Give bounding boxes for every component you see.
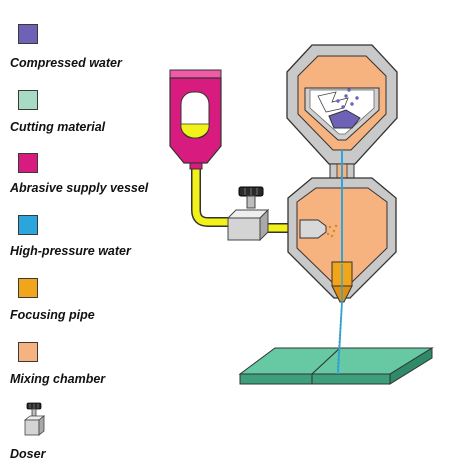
cutting-material-plates <box>238 347 434 385</box>
high-pressure-water-swatch <box>18 215 38 235</box>
mixing-chamber-swatch <box>18 342 38 362</box>
legend-item-doser <box>22 400 46 445</box>
focusing-pipe-swatch <box>18 278 38 298</box>
compressed-water-swatch <box>18 24 38 44</box>
legend-label-cutting-material: Cutting material <box>10 120 106 134</box>
doser-icon <box>23 402 46 436</box>
cutting-jet <box>336 301 343 375</box>
legend-item-abrasive-supply-vessel <box>18 153 38 173</box>
legend-item-mixing-chamber <box>18 342 38 362</box>
legend-item-focusing-pipe <box>18 278 38 298</box>
legend-label-focusing-pipe: Focusing pipe <box>10 308 95 322</box>
legend-label-compressed-water: Compressed water <box>10 56 122 70</box>
legend-label-mixing-chamber: Mixing chamber <box>10 372 106 386</box>
legend-label-abrasive-supply-vessel: Abrasive supply vessel <box>10 181 149 195</box>
doser <box>226 186 270 242</box>
legend: Compressed water Cutting material Abrasi… <box>0 0 200 472</box>
legend-label-doser: Doser <box>10 447 46 461</box>
legend-item-compressed-water <box>18 24 38 44</box>
legend-label-high-pressure-water: High-pressure water <box>10 244 131 258</box>
legend-item-high-pressure-water <box>18 215 38 235</box>
upper-hopper <box>286 44 398 165</box>
abrasive-supply-vessel <box>169 69 222 170</box>
cutting-material-swatch <box>18 90 38 110</box>
abrasive-supply-vessel-swatch <box>18 153 38 173</box>
legend-item-cutting-material <box>18 90 38 110</box>
focusing-pipe <box>331 261 353 303</box>
